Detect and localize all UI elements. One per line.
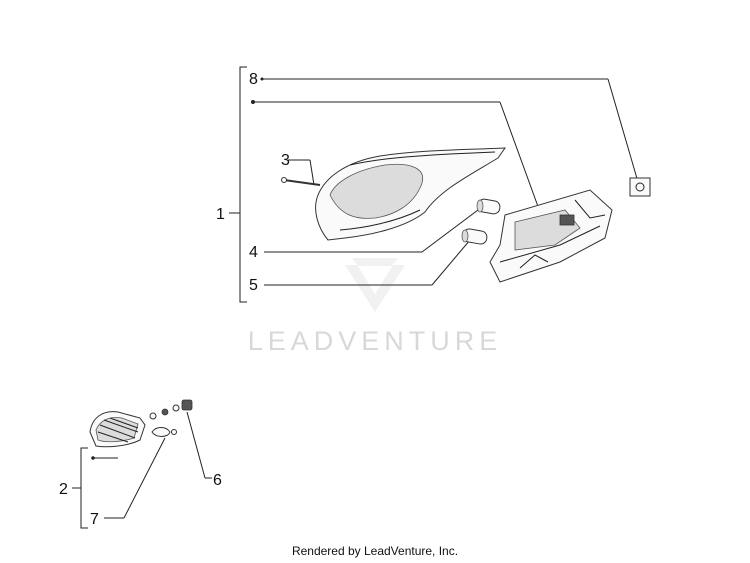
leader-3: [288, 159, 315, 186]
watermark-logo-icon: [345, 258, 405, 312]
leader-4: [264, 209, 479, 253]
callout-1: 1: [216, 206, 225, 223]
bulb-icon: [476, 198, 501, 215]
indicator-hardware: [149, 399, 193, 437]
clip-icon: [629, 177, 651, 197]
bracket-group-1: [229, 66, 247, 303]
leader-5: [264, 239, 471, 286]
bracket-group-2: [72, 447, 88, 529]
leader-7: [104, 437, 166, 519]
leader-indicator: [91, 456, 118, 460]
screw-icon: [281, 177, 321, 186]
callout-3: 3: [281, 152, 290, 169]
callout-2: 2: [59, 481, 68, 498]
callout-7: 7: [90, 511, 99, 528]
indicator-lens: [89, 411, 146, 448]
callout-4: 4: [249, 244, 258, 261]
leader-8: [260, 77, 639, 183]
watermark: LEADVENTURE: [248, 258, 503, 356]
callout-6: 6: [213, 472, 222, 489]
callout-8: 8: [249, 71, 258, 88]
bulb-holder-housing: [489, 189, 613, 283]
tail-light-lens: [315, 147, 506, 241]
leader-6: [186, 411, 212, 479]
leader-housing: [251, 100, 541, 213]
bulb-icon: [461, 228, 488, 245]
callout-5: 5: [249, 277, 258, 294]
footer-credit: Rendered by LeadVenture, Inc.: [292, 544, 458, 558]
watermark-text: LEADVENTURE: [248, 326, 503, 356]
